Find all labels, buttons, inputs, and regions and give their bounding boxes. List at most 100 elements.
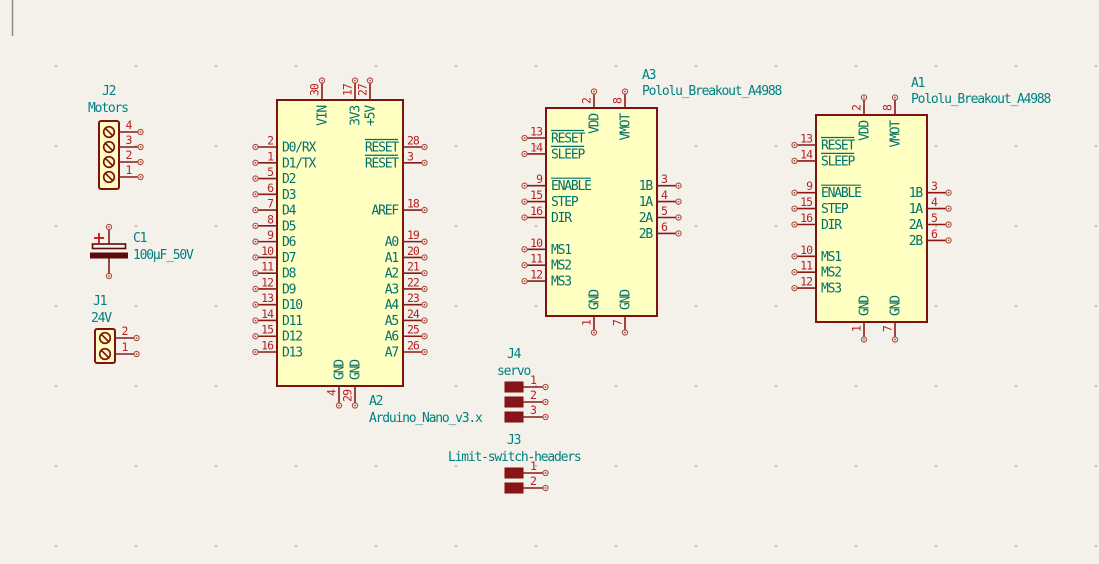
screw-terminal-icon[interactable] — [102, 155, 116, 169]
header-pin-pad[interactable] — [504, 467, 524, 479]
unconnected-pin-icon[interactable] — [791, 141, 798, 149]
header-pin-pad[interactable] — [504, 482, 524, 494]
unconnected-pin-icon[interactable] — [791, 205, 798, 212]
unconnected-pin-icon[interactable] — [675, 214, 682, 221]
unconnected-pin-icon[interactable] — [421, 206, 428, 214]
unconnected-pin-icon[interactable] — [791, 284, 798, 292]
unconnected-pin-icon[interactable] — [252, 191, 259, 198]
unconnected-pin-icon[interactable] — [521, 182, 528, 189]
value-label[interactable]: Pololu_Breakout_A4988 — [642, 84, 783, 99]
unconnected-pin-icon[interactable] — [252, 206, 259, 214]
reference-label[interactable]: J4 — [507, 347, 523, 362]
unconnected-pin-icon[interactable] — [891, 336, 899, 343]
header-pin-pad[interactable] — [504, 396, 524, 408]
unconnected-pin-icon[interactable] — [421, 270, 428, 277]
unconnected-pin-icon[interactable] — [521, 262, 528, 269]
unconnected-pin-icon[interactable] — [137, 173, 144, 181]
screw-terminal-icon[interactable] — [102, 140, 116, 154]
unconnected-pin-icon[interactable] — [521, 150, 528, 158]
value-label[interactable]: 24V — [91, 311, 113, 326]
screw-terminal-icon[interactable] — [102, 170, 116, 184]
unconnected-pin-icon[interactable] — [351, 402, 359, 409]
unconnected-pin-icon[interactable] — [137, 143, 144, 151]
unconnected-pin-icon[interactable] — [421, 143, 428, 151]
symbol-body[interactable] — [94, 328, 116, 364]
unconnected-pin-icon[interactable] — [791, 221, 798, 228]
unconnected-pin-icon[interactable] — [252, 270, 259, 277]
unconnected-pin-icon[interactable] — [791, 189, 798, 196]
unconnected-pin-icon[interactable] — [621, 329, 629, 336]
unconnected-pin-icon[interactable] — [421, 317, 428, 324]
reference-label[interactable]: J2 — [102, 84, 117, 99]
unconnected-pin-icon[interactable] — [318, 77, 326, 84]
value-label[interactable]: 100µF_50V — [133, 248, 195, 263]
unconnected-pin-icon[interactable] — [105, 272, 113, 280]
unconnected-pin-icon[interactable] — [675, 198, 682, 205]
reference-label[interactable]: C1 — [133, 231, 148, 246]
unconnected-pin-icon[interactable] — [335, 402, 343, 409]
symbol-body[interactable] — [545, 107, 658, 317]
value-label[interactable]: Pololu_Breakout_A4988 — [911, 92, 1052, 107]
unconnected-pin-icon[interactable] — [521, 277, 528, 285]
unconnected-pin-icon[interactable] — [421, 333, 428, 340]
symbol-body[interactable] — [98, 120, 120, 190]
unconnected-pin-icon[interactable] — [252, 143, 259, 151]
unconnected-pin-icon[interactable] — [590, 88, 598, 95]
reference-label[interactable]: J1 — [93, 294, 108, 309]
unconnected-pin-icon[interactable] — [860, 94, 868, 101]
value-label[interactable]: Arduino_Nano_v3.x — [369, 411, 484, 426]
unconnected-pin-icon[interactable] — [137, 158, 144, 166]
screw-terminal-icon[interactable] — [98, 331, 112, 345]
unconnected-pin-icon[interactable] — [133, 334, 140, 342]
unconnected-pin-icon[interactable] — [252, 348, 259, 356]
unconnected-pin-icon[interactable] — [542, 469, 549, 477]
cap-negative-plate[interactable] — [90, 252, 128, 259]
unconnected-pin-icon[interactable] — [421, 301, 428, 308]
reference-label[interactable]: A2 — [369, 394, 384, 409]
unconnected-pin-icon[interactable] — [891, 94, 899, 101]
header-pin-pad[interactable] — [504, 381, 524, 393]
symbol-body[interactable] — [815, 114, 928, 323]
unconnected-pin-icon[interactable] — [675, 230, 682, 237]
unconnected-pin-icon[interactable] — [521, 246, 528, 253]
screw-terminal-icon[interactable] — [98, 347, 112, 361]
unconnected-pin-icon[interactable] — [791, 157, 798, 165]
unconnected-pin-icon[interactable] — [252, 222, 259, 229]
cap-positive-plate[interactable] — [91, 243, 127, 250]
unconnected-pin-icon[interactable] — [791, 253, 798, 260]
unconnected-pin-icon[interactable] — [421, 348, 428, 356]
value-label[interactable]: Motors — [88, 101, 129, 116]
unconnected-pin-icon[interactable] — [675, 182, 682, 189]
unconnected-pin-icon[interactable] — [366, 77, 374, 84]
unconnected-pin-icon[interactable] — [945, 221, 952, 228]
unconnected-pin-icon[interactable] — [542, 413, 549, 421]
unconnected-pin-icon[interactable] — [252, 285, 259, 293]
unconnected-pin-icon[interactable] — [542, 383, 549, 391]
reference-label[interactable]: A3 — [642, 68, 657, 83]
unconnected-pin-icon[interactable] — [421, 238, 428, 245]
unconnected-pin-icon[interactable] — [542, 484, 549, 492]
unconnected-pin-icon[interactable] — [252, 301, 259, 308]
unconnected-pin-icon[interactable] — [542, 398, 549, 406]
unconnected-pin-icon[interactable] — [137, 128, 144, 136]
unconnected-pin-icon[interactable] — [105, 223, 113, 231]
unconnected-pin-icon[interactable] — [252, 175, 259, 182]
reference-label[interactable]: J3 — [507, 433, 522, 448]
unconnected-pin-icon[interactable] — [133, 350, 140, 358]
component-c1[interactable]: C1 100µF_50V — [90, 223, 195, 280]
unconnected-pin-icon[interactable] — [252, 317, 259, 324]
unconnected-pin-icon[interactable] — [521, 134, 528, 142]
unconnected-pin-icon[interactable] — [351, 77, 359, 84]
unconnected-pin-icon[interactable] — [421, 159, 428, 166]
value-label[interactable]: servo — [497, 364, 532, 379]
unconnected-pin-icon[interactable] — [621, 88, 629, 95]
unconnected-pin-icon[interactable] — [521, 214, 528, 221]
screw-terminal-icon[interactable] — [102, 125, 116, 139]
